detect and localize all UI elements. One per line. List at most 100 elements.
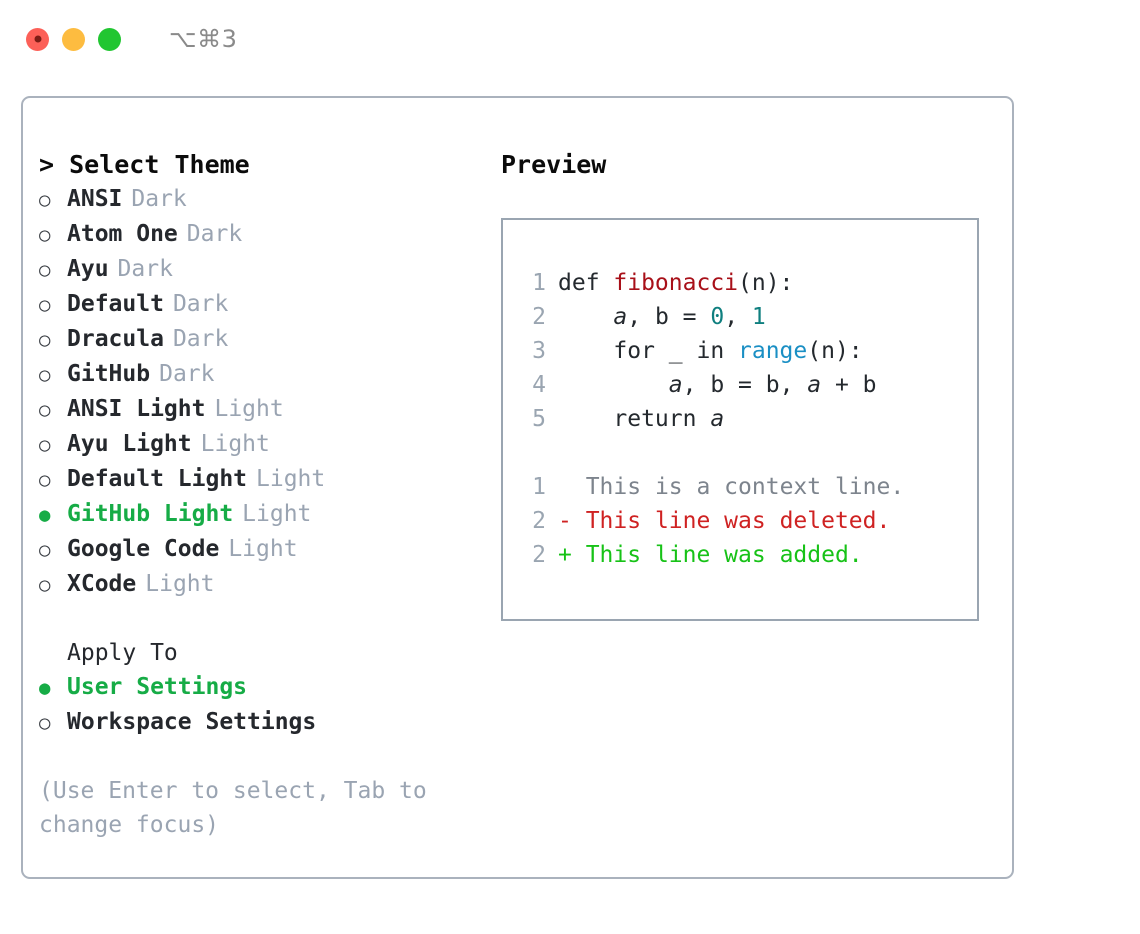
apply-to-option-label: User Settings (67, 674, 248, 700)
radio-unselected-icon: ○ (39, 574, 51, 596)
theme-option-variant: Dark (159, 361, 215, 387)
line-number: 3 (532, 338, 546, 364)
code-line: 3 for _ in range(n): (520, 334, 977, 368)
code-line-text: return a (558, 402, 724, 436)
theme-option-label: Google Code (67, 536, 220, 562)
theme-option-label: Ayu Light (67, 431, 192, 457)
theme-option-variant: Light (145, 571, 215, 597)
code-token-plain: , b = b, (682, 372, 808, 398)
code-token-plain: + b (821, 372, 877, 398)
theme-option-variant: Dark (117, 256, 173, 282)
radio-unselected-icon: ○ (39, 259, 51, 281)
preview-title: Preview (501, 150, 607, 179)
radio-unselected-icon: ○ (39, 399, 51, 421)
radio-unselected-icon: ○ (39, 712, 51, 734)
code-token-num: 0 (710, 304, 725, 330)
apply-to-option-workspace-settings[interactable]: ○ Workspace Settings (39, 705, 493, 740)
apply-to-option-user-settings[interactable]: ●User Settings (39, 670, 493, 705)
theme-option-label: Dracula (67, 326, 164, 352)
line-number: 2 (532, 542, 546, 568)
theme-option-github-light[interactable]: ● GitHub Light Light (39, 497, 493, 532)
keyboard-shortcut-label: ⌥⌘3 (169, 25, 238, 53)
code-token-func: fibonacci (613, 270, 739, 296)
apply-to-option-list: ●User Settings ○ Workspace Settings (39, 670, 493, 740)
code-token-var: a (613, 304, 628, 330)
traffic-lights (26, 27, 121, 51)
theme-option-atom-one[interactable]: ○ Atom One Dark (39, 217, 493, 252)
diff-line-text: This line was deleted. (585, 508, 891, 534)
theme-option-dracula[interactable]: ○ Dracula Dark (39, 322, 493, 357)
diff-line-deleted: 2- This line was deleted. (520, 504, 977, 538)
theme-option-variant: Light (228, 536, 298, 562)
line-number: 2 (532, 304, 546, 330)
radio-unselected-icon: ○ (39, 224, 51, 246)
diff-line-text: This is a context line. (585, 474, 905, 500)
code-line: 5 return a (520, 402, 977, 436)
radio-selected-icon: ● (39, 504, 51, 526)
code-line: 2 a, b = 0, 1 (520, 300, 977, 334)
theme-option-ansi-light[interactable]: ○ ANSI Light Light (39, 392, 493, 427)
minimize-icon[interactable] (62, 27, 85, 51)
theme-option-label: GitHub (67, 361, 151, 387)
code-token-plain: return (558, 406, 711, 432)
theme-option-variant: Light (200, 431, 270, 457)
code-line-text: for _ in range(n): (558, 334, 862, 368)
theme-option-variant: Light (242, 501, 312, 527)
radio-unselected-icon: ○ (39, 189, 51, 211)
diff-line-context: 1 This is a context line. (520, 470, 977, 504)
line-number: 1 (532, 474, 546, 500)
radio-unselected-icon: ○ (39, 469, 51, 491)
code-token-plain: , (627, 304, 655, 330)
line-number: 2 (532, 508, 546, 534)
code-line-text: def fibonacci(n): (558, 266, 793, 300)
theme-option-label: XCode (67, 571, 137, 597)
theme-option-label: Default Light (67, 466, 248, 492)
diff-marker (558, 470, 586, 504)
radio-unselected-icon: ○ (39, 329, 51, 351)
apply-to-option-label: Workspace Settings (67, 709, 317, 735)
zoom-icon[interactable] (98, 27, 121, 51)
code-token-var: a (710, 406, 725, 432)
diff-sample: 1 This is a context line.2- This line wa… (520, 470, 977, 572)
theme-option-label: ANSI (67, 186, 123, 212)
code-token-var: a (668, 372, 683, 398)
code-token-var: a (807, 372, 822, 398)
diff-marker: + (558, 542, 586, 568)
theme-option-variant: Dark (172, 291, 229, 317)
code-line: 4 a, b = b, a + b (520, 368, 977, 402)
close-icon[interactable] (26, 27, 49, 51)
line-number: 4 (532, 372, 546, 398)
code-line-text: a, b = b, a + b (558, 368, 877, 402)
theme-option-variant: Dark (131, 186, 187, 212)
diff-line-text: This line was added. (585, 542, 863, 568)
theme-option-label: GitHub Light (67, 501, 234, 527)
theme-option-variant: Dark (172, 326, 229, 352)
code-token-plain: b (654, 304, 669, 330)
code-token-plain: , (724, 304, 752, 330)
theme-option-default-light[interactable]: ○ Default Light Light (39, 462, 493, 497)
theme-option-label: Atom One (67, 221, 178, 247)
diff-marker: - (558, 508, 586, 534)
code-token-plain: = (668, 304, 711, 330)
title-bar: ⌥⌘3 (0, 0, 1140, 78)
theme-option-label: ANSI Light (67, 396, 206, 422)
theme-option-variant: Dark (186, 221, 243, 247)
theme-option-variant: Light (256, 466, 326, 492)
code-line-text: a, b = 0, 1 (558, 300, 765, 334)
theme-option-label: Default (67, 291, 164, 317)
theme-option-ansi[interactable]: ○ ANSI Dark (39, 182, 493, 217)
theme-option-variant: Light (214, 396, 284, 422)
theme-option-xcode[interactable]: ○ XCode Light (39, 567, 493, 602)
code-token-builtin: range (738, 338, 808, 364)
line-number: 5 (532, 406, 546, 432)
